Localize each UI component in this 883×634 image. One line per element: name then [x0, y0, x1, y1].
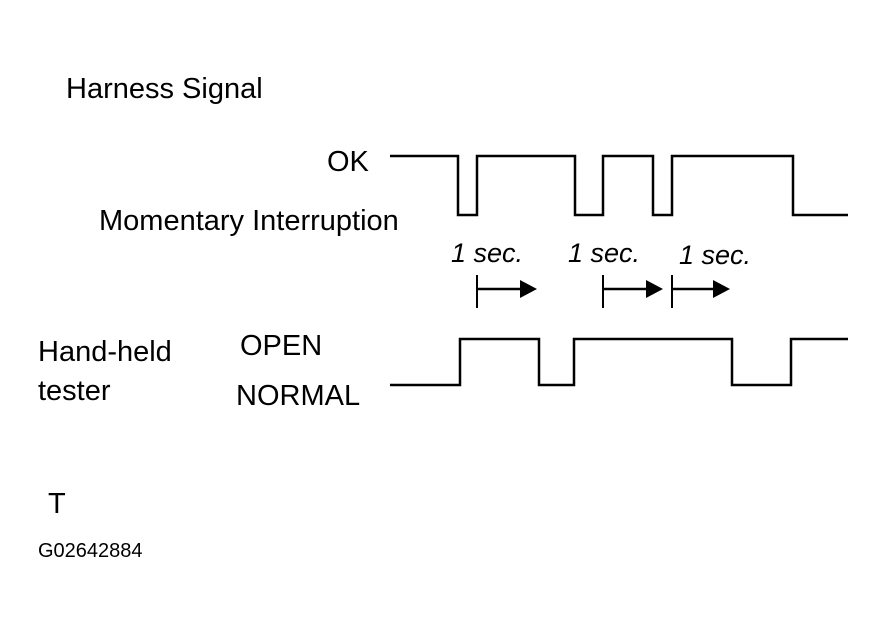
tester-high-level-label: OPEN [240, 330, 323, 362]
timing-arrow-2 [602, 275, 663, 308]
tester-low-level-label: NORMAL [236, 380, 361, 412]
harness-signal-waveform [390, 154, 848, 217]
harness-high-level-label: OK [327, 146, 369, 178]
diagram-title: Harness Signal [66, 73, 263, 105]
timing-label-1: 1 sec. [451, 238, 524, 268]
harness-low-level-label: Momentary Interruption [99, 205, 399, 237]
corner-mark: T [48, 488, 66, 520]
tester-label-line-2: tester [38, 375, 111, 407]
timing-arrow-3 [671, 275, 730, 308]
figure-code: G02642884 [38, 540, 143, 562]
tester-signal-waveform [390, 337, 848, 387]
timing-label-3: 1 sec. [679, 240, 752, 270]
timing-label-2: 1 sec. [568, 238, 641, 268]
tester-label-line-1: Hand-held [38, 336, 172, 368]
timing-arrow-1 [476, 275, 537, 308]
